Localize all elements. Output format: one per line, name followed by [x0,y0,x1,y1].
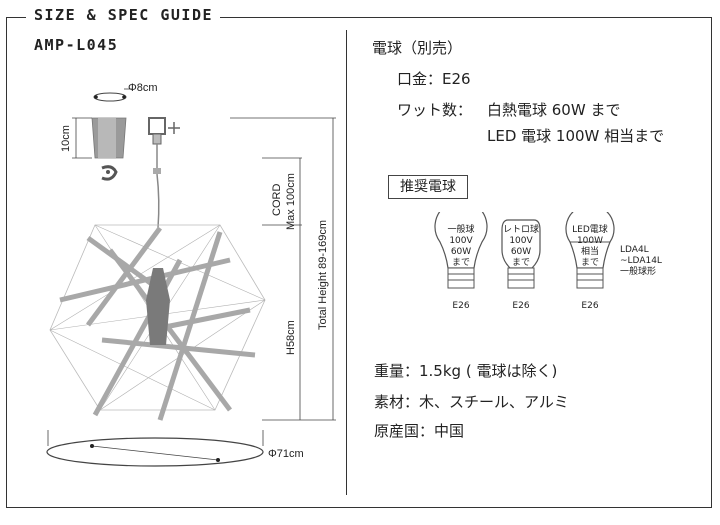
material-spec: 素材：木、スチール、アルミ [374,393,569,411]
lamp-diagram: Φ8cm 10cm [46,82,336,467]
bulb-3-line-4: まで [581,257,599,268]
bulb-2-line-1: レトロ球 [503,223,539,235]
bulb-3-line-2: 100W [577,236,603,246]
socket-spec: 口金：E26 [397,70,471,88]
bulb-1-line-1: 一般球 [447,223,474,235]
bulb-2-line-3: 60W [511,247,531,257]
recommended-bulb-label: 推奨電球 [388,175,468,199]
bulb-2-base: E26 [512,301,529,311]
bulb-3-line-3: 相当 [581,245,599,257]
shade-bottom-view: Φ71cm [46,430,304,467]
led-note-1: LDA4L [620,245,649,255]
total-height-label: Total Height 89-169cm [317,220,329,330]
bulb-retro-icon: レトロ球 100V 60W まで E26 [501,219,541,311]
bulb-3-base: E26 [581,301,598,311]
frame-top-right-line [220,17,712,18]
bulb-standard-icon: 一般球 100V 60W まで E26 [434,212,488,311]
body-diameter-label: Φ71cm [268,448,304,460]
wattage-line1: 白熱電球 60W まで [487,101,621,119]
bulb-1-line-3: 60W [451,247,471,257]
led-note-2: ~LDA14L [620,256,662,266]
wattage-label: ワット数： [397,101,473,119]
body-height-label: H58cm [285,320,297,355]
canopy-top-view: Φ8cm [93,82,158,102]
top-diameter-label: Φ8cm [128,82,158,94]
bulb-icons: 一般球 100V 60W まで E26 レトロ球 100V 60W まで E26… [434,212,662,311]
cord-max-label: Max 100cm [285,173,297,230]
weight-spec: 重量：1.5kg ( 電球は除く) [374,362,558,380]
canopy: 10cm [60,117,127,181]
socket-body [146,268,170,345]
cord [156,173,160,229]
bulb-1-base: E26 [452,301,469,311]
section-divider [346,30,347,495]
top-height-label: 10cm [60,125,72,152]
guide-title: SIZE & SPEC GUIDE [34,6,214,24]
bulb-1-line-2: 100V [449,236,473,246]
bulb-heading: 電球（別売） [372,39,463,57]
dimension-lines [230,117,336,421]
guide-frame [6,17,712,508]
ceiling-hook [148,117,180,174]
bulb-2-line-2: 100V [509,236,533,246]
origin-spec: 原産国：中国 [374,422,465,440]
bulb-3-line-1: LED電球 [572,223,608,235]
led-note-3: 一般球形 [620,265,656,277]
frame-top-left-line [6,17,26,18]
wattage-line2: LED 電球 100W 相当まで [487,127,665,145]
bulb-1-line-4: まで [452,257,470,268]
bulb-2-line-4: まで [512,257,530,268]
model-number: AMP-L045 [34,36,119,54]
bulb-led-icon: LED電球 100W 相当 まで E26 [565,212,615,311]
cord-label: CORD [271,184,283,216]
